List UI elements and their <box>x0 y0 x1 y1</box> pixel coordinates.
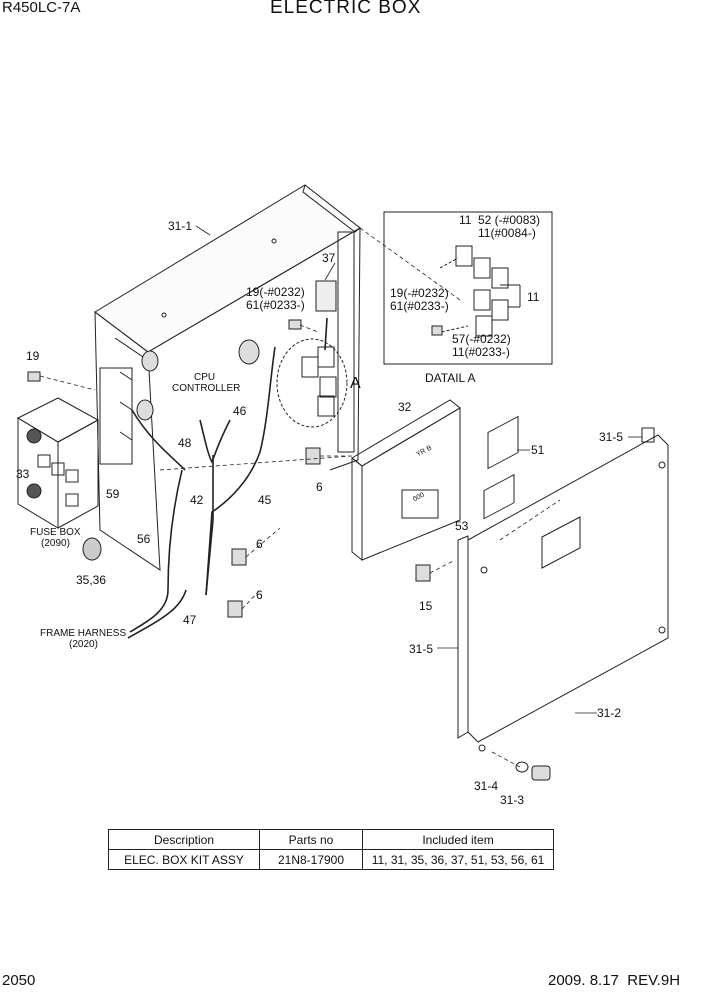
callout-6-low: 6 <box>256 588 263 602</box>
callout-31-5-left: 31-5 <box>409 642 434 656</box>
detail-a-frame <box>383 211 553 365</box>
callout-6-top: 6 <box>316 480 323 494</box>
electric-box-body <box>94 184 361 571</box>
bolts <box>27 319 443 618</box>
callout-48: 48 <box>178 436 192 450</box>
page-title: ELECTRIC BOX <box>270 0 422 18</box>
table-row: ELEC. BOX KIT ASSY 21N8-17900 11, 31, 35… <box>108 849 554 870</box>
callout-32: 32 <box>398 400 412 414</box>
callout-15: 15 <box>419 599 433 613</box>
ecu-controller <box>351 399 461 562</box>
grommet-35-36 <box>82 537 102 561</box>
page-number: 2050 <box>2 972 36 989</box>
connector-37 <box>315 280 337 312</box>
col-included-item: Included item <box>362 829 554 850</box>
detail-a-marker: A <box>350 375 361 392</box>
callout-31-4: 31-4 <box>474 779 499 793</box>
callout-56: 56 <box>137 532 151 546</box>
relays <box>301 346 337 417</box>
leader-lines <box>39 227 561 768</box>
revision-date: 2009. 8.17 REV.9H <box>548 972 681 989</box>
detail-label-57: 57(-#0232) <box>452 332 511 346</box>
parts-table-header: Description Parts no Included item <box>108 829 554 850</box>
model-code: R450LC-7A <box>2 0 81 16</box>
bolt-31-3 <box>531 765 551 781</box>
callout-6-mid: 6 <box>256 537 263 551</box>
callout-31-1: 31-1 <box>168 219 193 233</box>
callout-37: 37 <box>322 251 336 265</box>
callout-45: 45 <box>258 493 272 507</box>
callout-47: 47 <box>183 613 197 627</box>
callout-46: 46 <box>233 404 247 418</box>
detail-label-11-right: 11 <box>527 290 540 304</box>
callout-42: 42 <box>190 493 204 507</box>
cell-parts-no: 21N8-17900 <box>259 849 363 870</box>
label-frame-harness-ref: (2020) <box>69 639 98 650</box>
callout-59: 59 <box>106 487 120 501</box>
label-fuse-box-ref: (2090) <box>41 538 70 549</box>
callout-31-5-top: 31-5 <box>599 430 624 444</box>
wire-harness <box>127 317 328 639</box>
callout-35-36: 35,36 <box>76 573 107 587</box>
callout-19: 19 <box>26 349 40 363</box>
detail-label-61: 61(#0233-) <box>390 299 449 313</box>
col-parts-no: Parts no <box>259 829 363 850</box>
label-fuse-box: FUSE BOX <box>30 527 81 538</box>
detail-label-11-top: 11 <box>459 213 472 227</box>
detail-caption: DATAIL A <box>425 371 476 385</box>
tab-31-5 <box>641 427 655 443</box>
label-cpu: CPU <box>194 372 216 383</box>
callout-51: 51 <box>531 443 545 457</box>
callout-31-2: 31-2 <box>597 706 622 720</box>
callout-leaders <box>195 225 642 714</box>
cell-description: ELEC. BOX KIT ASSY <box>108 849 260 870</box>
label-frame-harness: FRAME HARNESS <box>40 628 127 639</box>
cover-panel <box>457 434 669 752</box>
callout-61-0233: 61(#0233-) <box>246 298 305 312</box>
label-controller: CONTROLLER <box>172 383 241 394</box>
callout-19-0232: 19(-#0232) <box>246 285 305 299</box>
callout-31-3: 31-3 <box>500 793 525 807</box>
detail-label-11-0084: 11(#0084-) <box>478 226 536 240</box>
detail-label-11-0233: 11(#0233-) <box>452 345 510 359</box>
hole-53 <box>483 473 515 520</box>
parts-table: Description Parts no Included item ELEC.… <box>108 829 554 870</box>
detail-label-19: 19(-#0232) <box>390 286 449 300</box>
fuse-box <box>16 397 100 529</box>
washer-31-4 <box>515 761 529 773</box>
callout-53: 53 <box>455 519 469 533</box>
hole-51 <box>487 415 519 470</box>
callout-33: 33 <box>16 467 30 481</box>
detail-label-52: 52 (-#0083) <box>478 213 541 227</box>
cell-included-item: 11, 31, 35, 36, 37, 51, 53, 56, 61 <box>362 849 554 870</box>
detail-a-circle <box>276 338 348 428</box>
col-description: Description <box>108 829 260 850</box>
